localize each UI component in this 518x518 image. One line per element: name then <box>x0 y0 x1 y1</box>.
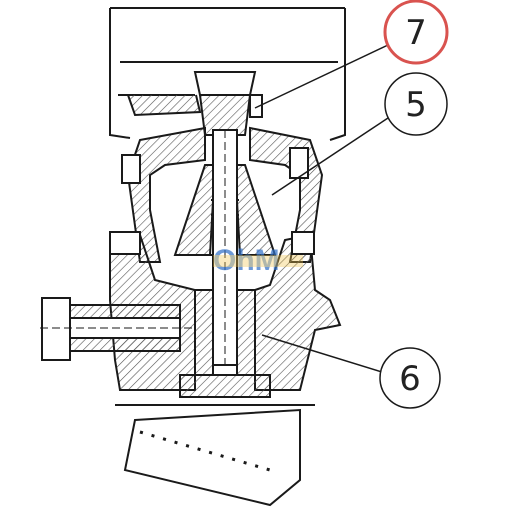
main-shaft <box>212 129 238 366</box>
callout-7: 7 <box>383 0 449 65</box>
leader-line-7 <box>254 44 389 109</box>
callout-6: 6 <box>379 347 441 409</box>
countershaft <box>40 297 195 361</box>
upper-frame <box>121 126 324 263</box>
callout-5: 5 <box>384 72 448 136</box>
leader-line-6 <box>261 334 383 373</box>
callout-label-5: 5 <box>405 85 427 125</box>
watermark-text: OhM <box>213 244 280 277</box>
feed-distributor <box>193 71 263 136</box>
callout-circle-7 <box>383 0 449 65</box>
eccentric-bushing <box>179 289 271 398</box>
callout-circle-5 <box>384 72 448 136</box>
callout-label-6: 6 <box>399 359 421 399</box>
leader-line-5 <box>271 117 389 196</box>
machine-base <box>115 404 315 507</box>
watermark-logo: OhM <box>213 244 303 277</box>
callout-circle-6 <box>379 347 441 409</box>
feed-hopper <box>109 7 346 141</box>
leader-lines <box>254 44 389 373</box>
callout-label-7: 7 <box>405 13 427 53</box>
